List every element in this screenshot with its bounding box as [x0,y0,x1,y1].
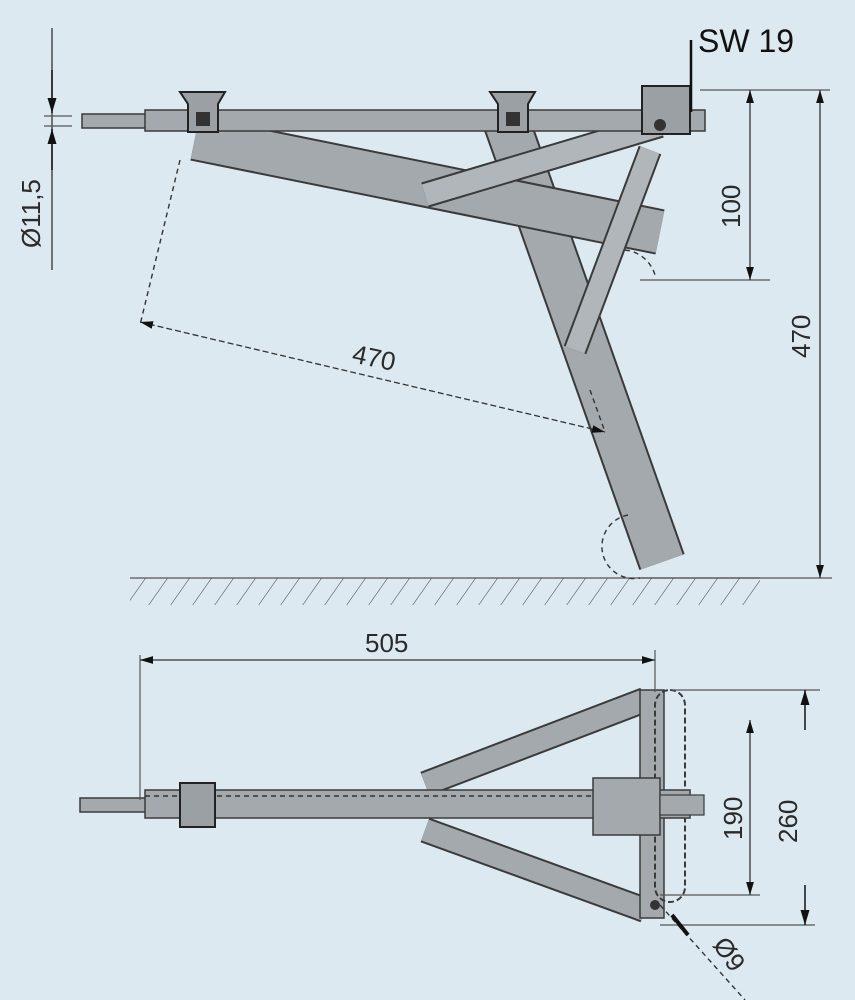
offset-label: 100 [716,185,746,228]
wrench-size-label: SW 19 [698,23,794,59]
end-bracket [641,85,691,135]
shaft-diameter-label: Ø11,5 [16,179,46,248]
top-arm [420,687,650,923]
top-view: 505 190 260 Ø9 [79,628,820,1000]
side-view: 470 SW 19 Ø11,5 100 470 [16,23,832,605]
mounting-clamp [178,91,537,133]
ground-hatch [130,578,760,605]
inner-width-label: 190 [718,797,748,840]
outer-width-label: 260 [773,800,803,843]
spindle-tube [144,109,706,132]
leg-length-label: 470 [350,339,399,377]
foot-swing-arc [601,514,641,580]
height-label: 470 [786,315,816,358]
strut [421,112,664,355]
spindle-shaft [81,113,148,129]
length-label: 505 [365,628,408,658]
hole-diameter-label: Ø9 [707,931,751,977]
